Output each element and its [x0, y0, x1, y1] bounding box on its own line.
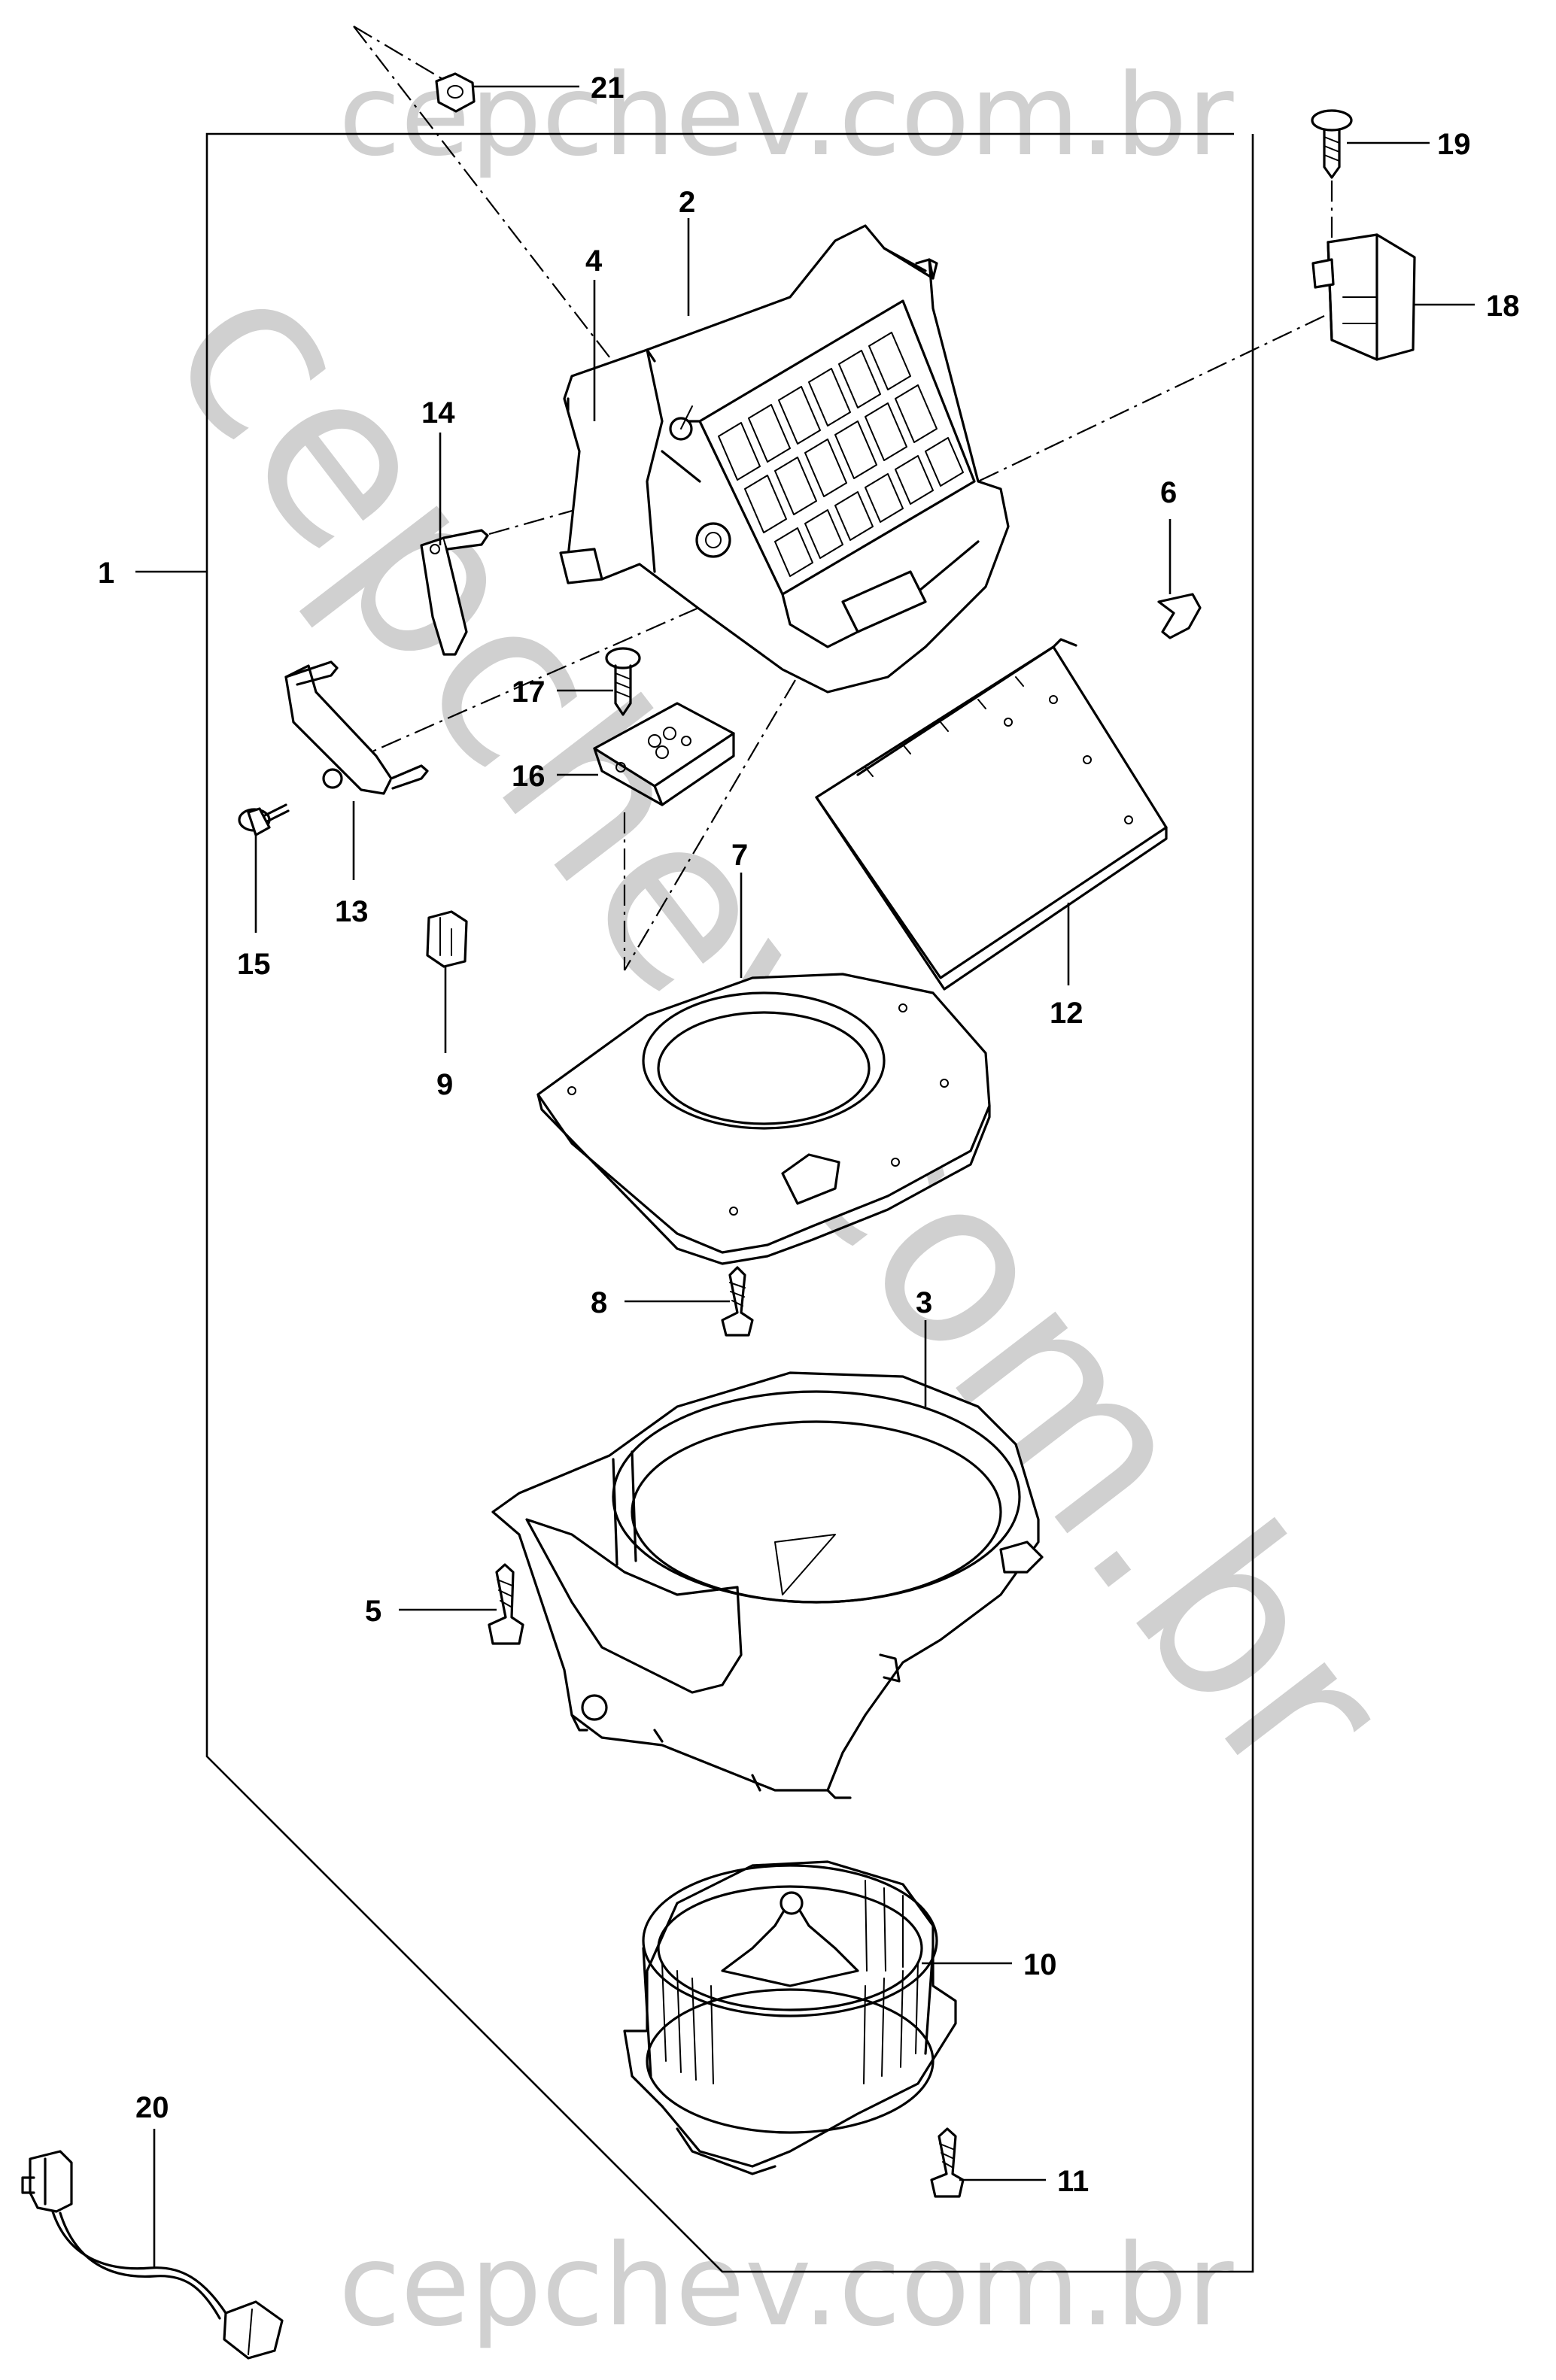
callout-7: 7	[731, 839, 748, 872]
blower-motor-fan-10	[623, 1860, 957, 2175]
callout-19: 19	[1437, 128, 1471, 161]
callout-labels: 1 2 3 4 5 6 7 8 9 10 11 12 13 14 15 16 1…	[98, 71, 1520, 2198]
callout-15: 15	[237, 948, 271, 981]
filter-door-12	[815, 638, 1168, 991]
callout-12: 12	[1050, 997, 1083, 1030]
lever-14	[420, 529, 489, 656]
clip-6	[1157, 593, 1202, 639]
callout-6: 6	[1160, 476, 1177, 509]
intake-case-2	[559, 224, 1010, 694]
callout-20: 20	[135, 2091, 169, 2124]
door-shaft-4	[669, 405, 693, 441]
callout-9: 9	[436, 1068, 453, 1101]
callout-5: 5	[365, 1595, 381, 1628]
screw-17	[605, 647, 641, 716]
clip-9	[426, 910, 468, 968]
grid-slots	[718, 332, 964, 577]
assembly-boundary	[205, 132, 1254, 2273]
leader-lines	[135, 85, 1475, 2268]
screw-19	[1311, 109, 1353, 179]
callout-2: 2	[679, 186, 695, 219]
screw-8	[721, 1266, 754, 1337]
callout-16: 16	[512, 760, 546, 793]
callout-14: 14	[421, 396, 455, 430]
callout-17: 17	[512, 675, 546, 709]
callout-21: 21	[591, 71, 625, 105]
callout-8: 8	[591, 1286, 607, 1319]
pin-15	[238, 803, 290, 836]
actuator-18	[1311, 233, 1416, 361]
callout-18: 18	[1486, 290, 1520, 323]
callout-13: 13	[335, 895, 369, 928]
watermark-top: cepchev.com.br	[339, 50, 1234, 181]
wire-harness-20	[21, 2150, 284, 2360]
callout-10: 10	[1023, 1948, 1057, 1981]
screw-5	[488, 1563, 524, 1645]
nut-21	[435, 72, 476, 113]
watermark-bottom: cepchev.com.br	[339, 2221, 1234, 2351]
blower-case-3	[491, 1371, 1044, 1799]
lever-13	[284, 660, 429, 795]
callout-1: 1	[98, 557, 114, 590]
callout-11: 11	[1057, 2165, 1089, 2198]
callout-4: 4	[585, 244, 603, 278]
callout-3: 3	[916, 1286, 932, 1319]
resistor-16	[593, 702, 735, 806]
plate-gasket-7	[536, 973, 991, 1265]
screw-11	[930, 2127, 965, 2198]
